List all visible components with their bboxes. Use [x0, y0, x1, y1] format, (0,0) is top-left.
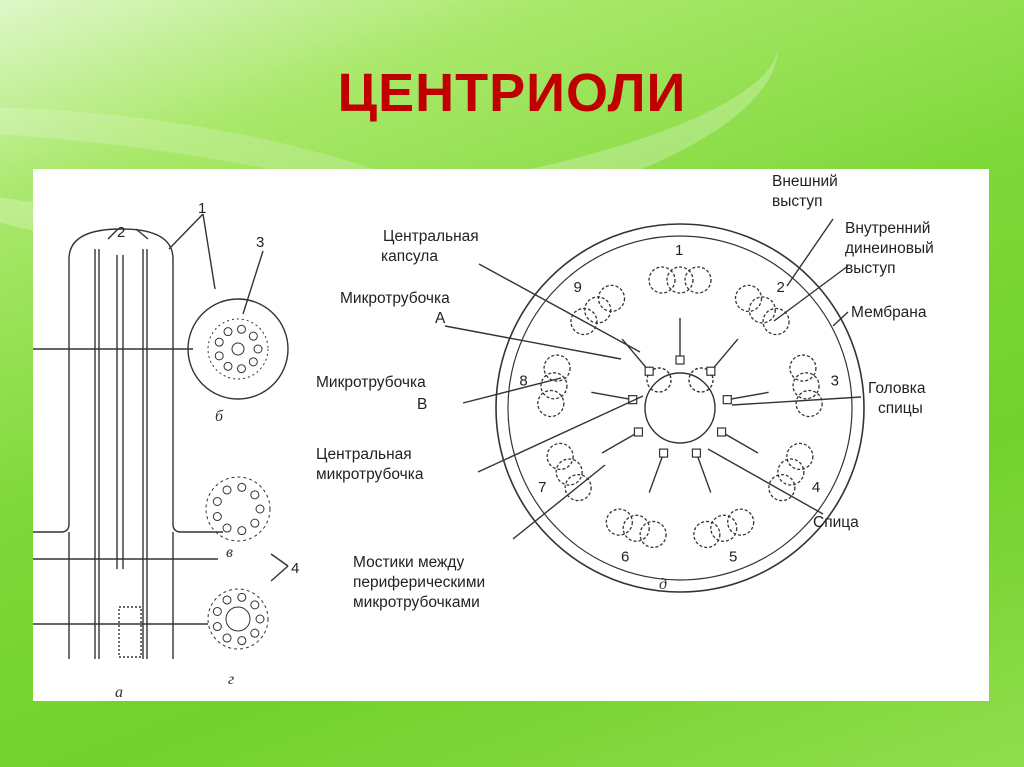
- label-microtubule-b: Микротрубочка: [316, 374, 426, 391]
- letter-v: в: [226, 544, 233, 561]
- doublet-ring: [236, 324, 246, 334]
- label-spica: Спица: [813, 514, 859, 531]
- number-4: 4: [291, 560, 299, 577]
- axoneme-cross-section: [495, 223, 865, 593]
- triplet-number: 1: [675, 242, 683, 259]
- doublet-ring: [250, 490, 260, 500]
- triplet-number: 3: [831, 373, 839, 390]
- label-bridges: периферическими: [353, 574, 485, 591]
- letter-g: г: [228, 671, 234, 688]
- doublet-ring: [214, 351, 224, 361]
- doublet-ring: [223, 327, 233, 337]
- label-vnutrenniy: Внутренний: [845, 220, 930, 237]
- label-leaders: [444, 218, 862, 540]
- spoke-head: [633, 427, 644, 437]
- radial-spoke: [710, 338, 739, 372]
- doublet-ring: [222, 633, 232, 643]
- label-vnutrenniy: динеиновый: [845, 240, 934, 257]
- microtubule-triplet: [546, 442, 592, 502]
- doublet-ring: [212, 496, 222, 506]
- spoke-head: [691, 448, 702, 458]
- spoke-head: [706, 366, 716, 376]
- doublet-ring: [250, 628, 260, 638]
- doublet-ring: [248, 331, 258, 341]
- doublet-ring: [222, 595, 232, 605]
- microtubule-triplet: [734, 284, 790, 336]
- doublet-ring: [212, 606, 222, 616]
- radial-spoke: [601, 431, 639, 454]
- doublet-ring: [250, 600, 260, 610]
- spoke-head: [675, 355, 685, 365]
- doublet-ring: [223, 361, 233, 371]
- label-microtubule-a: Микротрубочка: [340, 290, 450, 307]
- label-golovka: Головка: [868, 380, 926, 397]
- microtubule-triplet: [648, 266, 712, 294]
- basal-body-cross-section: [205, 476, 271, 542]
- doublet-ring: [237, 636, 247, 646]
- microtubule-triplet: [605, 508, 667, 549]
- radial-spoke: [721, 431, 759, 454]
- label-bridges: Мостики между: [353, 554, 464, 571]
- cilium-cross-section: [187, 298, 289, 400]
- triplet-number: 4: [812, 479, 820, 496]
- spoke-head: [722, 395, 732, 405]
- label-microtubule-b: В: [417, 396, 427, 413]
- slide-title: ЦЕНТРИОЛИ: [337, 63, 687, 123]
- triplet-number: 6: [621, 548, 629, 565]
- number-3: 3: [256, 234, 264, 251]
- triplet-number: 7: [538, 479, 546, 496]
- number-2: 2: [117, 224, 125, 241]
- cilium-longitudinal-section: [33, 213, 289, 659]
- microtubule-triplet: [789, 354, 823, 418]
- microtubule-triplet: [768, 442, 814, 502]
- doublet-ring: [214, 337, 224, 347]
- letter-d: д: [659, 576, 667, 593]
- cartwheel-cross-section: [207, 588, 269, 650]
- diagram-panel: 1 2 3 4 а б в г д Внешний выступ Внутрен…: [33, 169, 989, 701]
- label-golovka: спицы: [878, 400, 923, 417]
- label-vneshniy: Внешний: [772, 173, 838, 190]
- radial-spoke: [648, 452, 665, 493]
- microtubule-triplet: [693, 508, 755, 549]
- spoke-head: [644, 366, 654, 376]
- doublet-ring: [255, 614, 265, 624]
- spoke-head: [628, 395, 638, 405]
- triplet-number: 2: [777, 279, 785, 296]
- microtubule-triplet: [570, 284, 626, 336]
- label-bridges: микротрубочками: [353, 594, 480, 611]
- centriole-diagram: 1 2 3 4 а б в г д Внешний выступ Внутрен…: [33, 173, 934, 701]
- letter-a: а: [115, 684, 123, 701]
- triplet-number: 5: [729, 548, 737, 565]
- label-membrana: Мембрана: [851, 304, 927, 321]
- label-capsule: капсула: [381, 248, 438, 265]
- doublet-ring: [236, 364, 246, 374]
- label-microtubule-a: А: [435, 310, 446, 327]
- doublet-ring: [250, 518, 260, 528]
- doublet-ring: [222, 523, 232, 533]
- doublet-ring: [237, 482, 247, 492]
- number-1: 1: [198, 200, 206, 217]
- doublet-ring: [255, 504, 265, 514]
- radial-spoke: [727, 391, 769, 401]
- label-central-microtubule: Центральная: [316, 446, 412, 463]
- doublet-ring: [237, 592, 247, 602]
- doublet-ring: [222, 485, 232, 495]
- radial-spoke: [695, 452, 712, 493]
- doublet-ring: [248, 357, 258, 367]
- doublet-ring: [253, 344, 263, 354]
- label-vneshniy: выступ: [772, 193, 823, 210]
- letter-b: б: [215, 408, 224, 425]
- doublet-ring: [212, 512, 222, 522]
- triplet-number: 9: [573, 279, 581, 296]
- label-capsule: Центральная: [383, 228, 479, 245]
- microtubule-triplet: [537, 354, 571, 418]
- doublet-ring: [237, 526, 247, 536]
- radial-spoke: [591, 391, 633, 401]
- spoke-head: [658, 448, 669, 458]
- label-central-microtubule: микротрубочка: [316, 466, 424, 483]
- doublet-ring: [212, 622, 222, 632]
- triplet-number: 8: [519, 373, 527, 390]
- label-vnutrenniy: выступ: [845, 260, 896, 277]
- spoke-head: [716, 427, 727, 437]
